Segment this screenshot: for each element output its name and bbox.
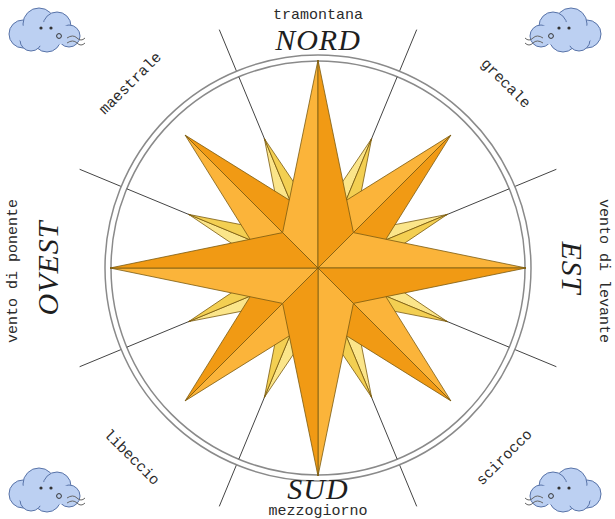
label-holder: NORD xyxy=(275,25,361,55)
cloud-icon xyxy=(525,8,601,52)
cloud-eye xyxy=(567,26,570,29)
cardinal-point xyxy=(110,268,318,303)
cloud-eye xyxy=(39,486,42,489)
label-holder: OVEST xyxy=(1,253,96,283)
cardinal-point xyxy=(283,268,318,476)
cloud-icon xyxy=(9,468,85,512)
cloud-mouth xyxy=(549,494,554,499)
wind-puff xyxy=(67,36,85,40)
label-holder: mezzogiorno xyxy=(268,504,367,519)
cloud-mouth xyxy=(57,34,62,39)
cloud-eye xyxy=(39,26,42,29)
wind-puff xyxy=(525,41,543,45)
cardinal-point xyxy=(318,268,526,303)
cloud-eye xyxy=(557,26,560,29)
cloud-body xyxy=(15,22,75,46)
wind-name: maestrale xyxy=(97,50,165,118)
wind-puff xyxy=(67,496,85,500)
cloud-eye xyxy=(49,26,52,29)
label-holder: vento di levante xyxy=(531,264,615,279)
label-holder: tramontana xyxy=(273,8,363,23)
wind-puff xyxy=(525,496,543,500)
cardinal-point xyxy=(318,268,353,476)
cardinal-point xyxy=(110,233,318,268)
label-holder: SUD xyxy=(287,474,348,504)
cloud-body xyxy=(15,482,75,506)
direction-name: OVEST xyxy=(33,221,63,316)
wind-name: libeccio xyxy=(100,428,162,490)
wind-puff xyxy=(67,501,85,505)
wind-name: grecale xyxy=(478,56,533,111)
label-holder: maestrale xyxy=(90,76,171,91)
wind-puff xyxy=(525,36,543,40)
cloud-mouth xyxy=(549,34,554,39)
cardinal-point xyxy=(283,60,318,268)
label-holder: scirocco xyxy=(469,451,541,466)
cloud-icon xyxy=(525,468,601,512)
inner-ring xyxy=(111,61,525,475)
label-holder: EST xyxy=(545,253,598,283)
cloud-eye xyxy=(49,486,52,489)
label-holder: grecale xyxy=(474,76,537,91)
wind-puff xyxy=(67,41,85,45)
cloud-eye xyxy=(567,486,570,489)
cloud-icon xyxy=(9,8,85,52)
wind-name: vento di levante xyxy=(596,199,611,343)
outer-ring xyxy=(105,55,531,481)
cardinal-point xyxy=(318,233,526,268)
direction-name: SUD xyxy=(287,474,348,504)
wind-puff xyxy=(525,501,543,505)
cloud-mouth xyxy=(57,494,62,499)
wind-name: tramontana xyxy=(273,8,363,23)
direction-name: EST xyxy=(557,241,587,294)
cloud-body xyxy=(535,22,595,46)
cardinal-point xyxy=(318,60,353,268)
cloud-eye xyxy=(557,486,560,489)
wind-name: scirocco xyxy=(475,428,537,490)
wind-name: mezzogiorno xyxy=(268,504,367,519)
wind-name: vento di ponente xyxy=(6,199,21,343)
label-holder: libeccio xyxy=(95,451,167,466)
cloud-body xyxy=(535,482,595,506)
direction-name: NORD xyxy=(275,25,361,55)
